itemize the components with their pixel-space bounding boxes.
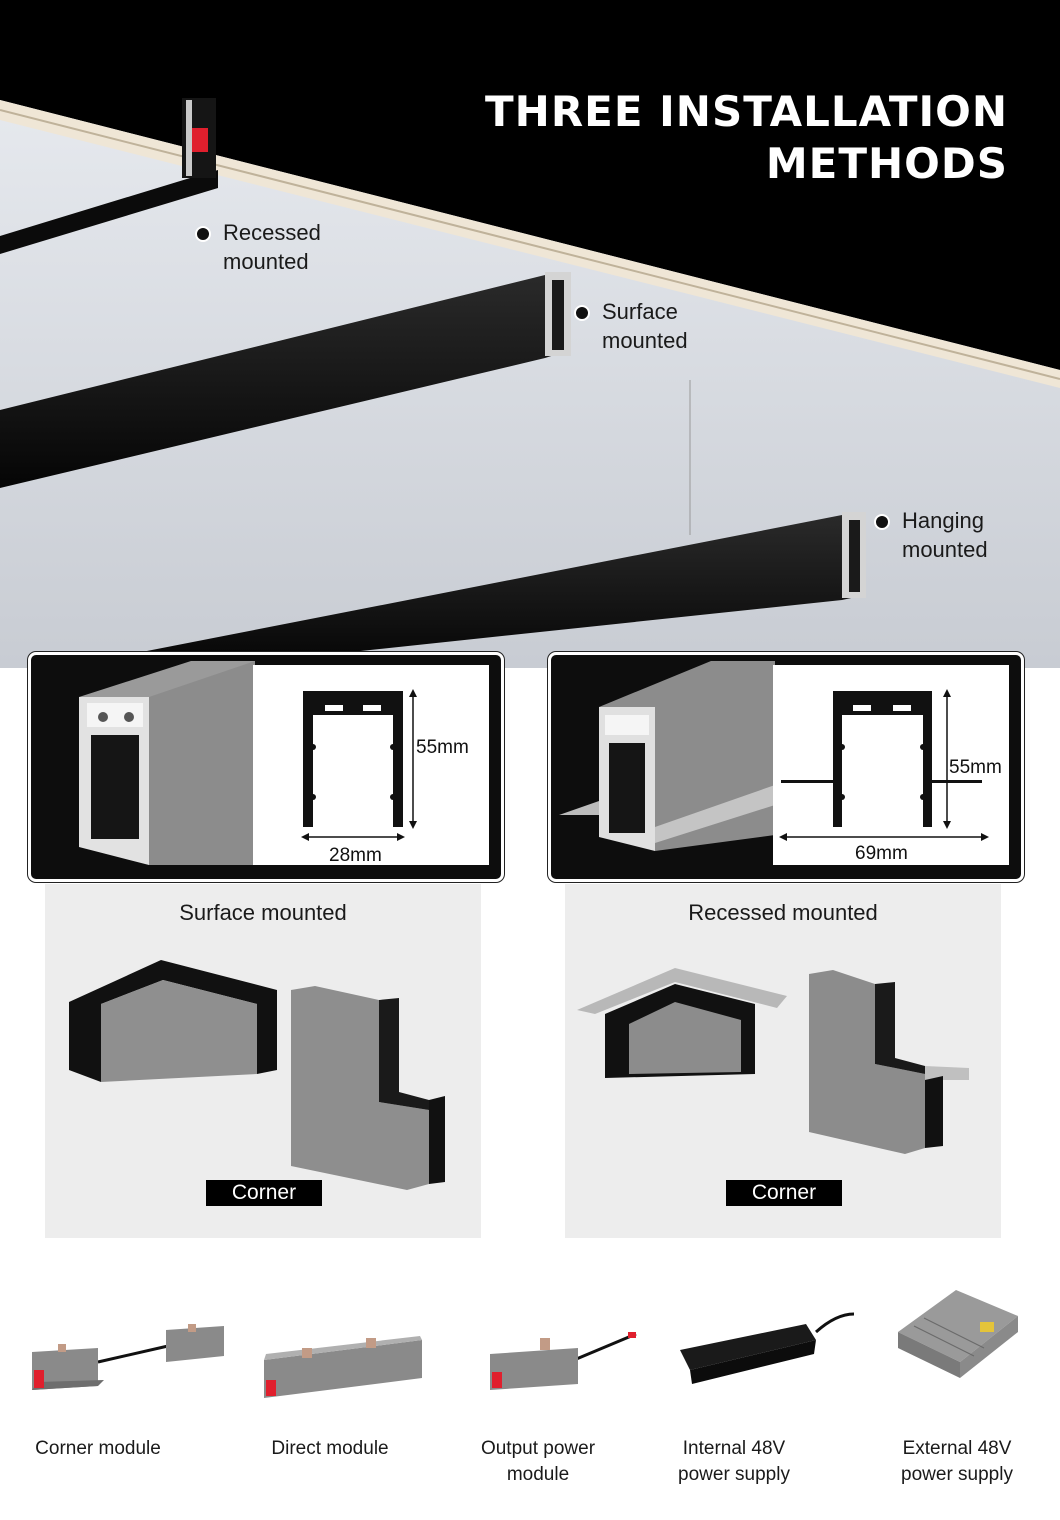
installation-illustration: [0, 0, 1060, 668]
surface-corner-render: [69, 960, 445, 1190]
module-label-corner: Corner module: [35, 1438, 161, 1459]
profile-panel-surface: 55mm 28mm: [28, 652, 504, 882]
external-power-supply-image: [898, 1290, 1018, 1378]
title-line-2: METHODS: [765, 139, 1008, 188]
hanging-track: [60, 515, 865, 668]
callout-surface: Surface mounted: [574, 297, 688, 355]
corner-box-title: Recessed mounted: [688, 900, 878, 925]
module-label-external-psu: External 48V power supply: [901, 1438, 1013, 1485]
recessed-cross-section: [779, 689, 989, 841]
bullet-dot-icon: [574, 305, 590, 321]
corner-box-surface: Surface mounted Corner: [45, 884, 481, 1238]
width-dimension: 69mm: [855, 843, 908, 864]
module-label-output-power: Output power module: [480, 1438, 596, 1485]
recessed-profile-diagram: 55mm 69mm: [773, 665, 1009, 865]
surface-profile-render: [79, 661, 255, 865]
surface-cross-section: [301, 689, 417, 841]
callout-hanging: Hanging mounted: [874, 506, 988, 564]
surface-track: [0, 275, 570, 488]
surface-profile-diagram: 55mm 28mm: [253, 665, 489, 866]
bullet-dot-icon: [195, 226, 211, 242]
callout-recessed: Recessed mounted: [195, 218, 321, 276]
recessed-profile-render: [559, 661, 775, 851]
width-dimension: 28mm: [329, 845, 382, 866]
page-title: THREE INSTALLATION METHODS: [448, 86, 1008, 190]
output-power-module-image: [490, 1332, 637, 1390]
corner-tag: Corner: [206, 1180, 322, 1206]
title-line-1: THREE INSTALLATION: [485, 87, 1008, 136]
profile-panel-recessed: 55mm 69mm: [548, 652, 1024, 882]
hero-banner: THREE INSTALLATION METHODS Recessed moun…: [0, 0, 1060, 668]
direct-module-image: [264, 1336, 422, 1398]
height-dimension: 55mm: [949, 757, 1002, 778]
bullet-dot-icon: [874, 514, 890, 530]
corner-tag: Corner: [726, 1180, 842, 1206]
recessed-corner-render: [577, 968, 969, 1154]
corner-box-title: Surface mounted: [179, 900, 347, 925]
recessed-track: [0, 170, 218, 254]
corner-box-recessed: Recessed mounted Corner: [565, 884, 1001, 1238]
internal-power-supply-image: [680, 1312, 855, 1384]
module-label-internal-psu: Internal 48V power supply: [678, 1438, 790, 1485]
corner-module-image: [32, 1324, 224, 1390]
module-label-direct: Direct module: [271, 1438, 389, 1459]
height-dimension: 55mm: [416, 737, 469, 758]
